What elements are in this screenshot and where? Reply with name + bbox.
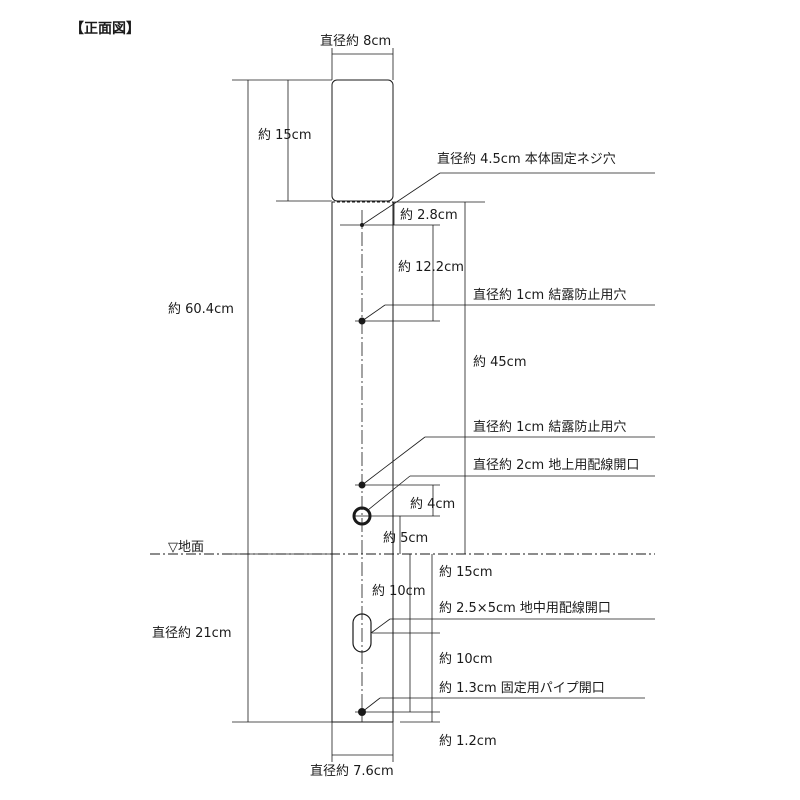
dim-2-8-label: 約 2.8cm (400, 208, 458, 223)
below-ground-label: 直径約 21cm (152, 626, 232, 641)
bottom-diameter-label: 直径約 7.6cm (310, 764, 394, 779)
dim-10a-label: 約 10cm (372, 584, 426, 599)
ground-label: ▽地面 (168, 540, 204, 555)
bottom-diameter-dimension: 直径約 7.6cm (310, 722, 394, 779)
vent-hole-1-label: 直径約 1cm 結露防止用穴 (473, 287, 626, 303)
dim-15-label: 約 15cm (439, 565, 493, 580)
vent-hole-2-label: 直径約 1cm 結露防止用穴 (473, 419, 626, 435)
cap-height-label: 約 15cm (258, 128, 312, 143)
wiring-below-label: 約 2.5×5cm 地中用配線開口 (439, 600, 611, 616)
upper-right-dimensions: 直径約 4.5cm 本体固定ネジ穴 約 2.8cm 約 12.2cm 直径約 1… (340, 152, 655, 554)
diagram-title: 【正面図】 (70, 21, 140, 37)
wiring-above-label: 直径約 2cm 地上用配線開口 (473, 457, 639, 473)
pipe-opening-label: 約 1.3cm 固定用パイプ開口 (439, 681, 605, 696)
pole-cap (331, 79, 394, 202)
lower-right-dimensions: 約 15cm 約 10cm 約 2.5×5cm 地中用配線開口 約 10cm 約… (355, 554, 655, 749)
top-diameter-label: 直径約 8cm (320, 34, 391, 49)
dim-1-2-label: 約 1.2cm (439, 734, 497, 749)
dim-12-2-label: 約 12.2cm (398, 260, 464, 275)
pole (331, 79, 394, 723)
dim-45-label: 約 45cm (473, 355, 527, 370)
dim-10b-label: 約 10cm (439, 652, 493, 667)
screw-hole-label: 直径約 4.5cm 本体固定ネジ穴 (437, 152, 616, 167)
total-height-label: 約 60.4cm (168, 302, 234, 317)
left-dimensions: 約 60.4cm 約 15cm 直径約 21cm (152, 79, 332, 723)
dim-4-label: 約 4cm (410, 497, 455, 512)
dim-5-label: 約 5cm (383, 531, 428, 546)
top-diameter-dimension: 直径約 8cm (320, 34, 394, 80)
